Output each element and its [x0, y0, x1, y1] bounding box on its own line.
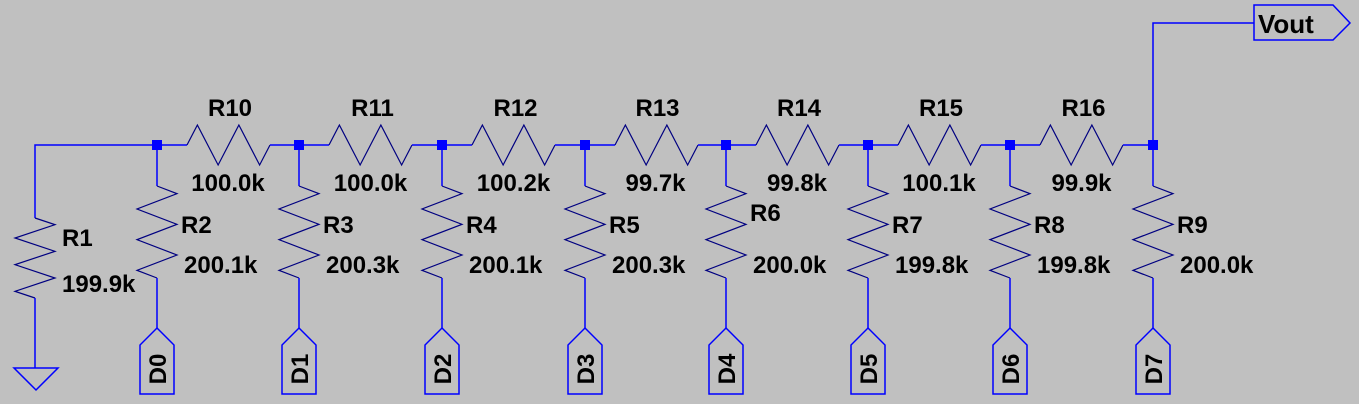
- resistor-label-r2: R2: [181, 212, 212, 239]
- pin-d6[interactable]: [992, 326, 1028, 395]
- pin-d1[interactable]: [281, 326, 317, 395]
- resistor-label-r4: R4: [466, 212, 497, 239]
- resistor-label-r11: R11: [351, 95, 394, 122]
- ground-icon: [12, 367, 60, 392]
- resistor-value-r12: 100.2k: [477, 170, 551, 197]
- resistor-value-r13: 99.7k: [625, 170, 686, 197]
- resistor-label-r10: R10: [208, 95, 252, 122]
- resistor-r12[interactable]: [471, 123, 556, 167]
- output-port-vout[interactable]: [1253, 4, 1352, 41]
- pin-label-d7: D7: [1141, 354, 1168, 385]
- resistor-label-r8: R8: [1034, 212, 1065, 239]
- resistor-value-r1: 199.9k: [62, 271, 136, 298]
- pin-d4[interactable]: [708, 326, 744, 395]
- pin-label-d2: D2: [430, 354, 457, 385]
- resistor-r11[interactable]: [328, 123, 413, 167]
- resistor-r4[interactable]: [420, 185, 464, 279]
- pin-d3[interactable]: [567, 326, 603, 395]
- resistor-r14[interactable]: [755, 123, 840, 167]
- pin-label-d1: D1: [287, 354, 314, 385]
- resistor-r10[interactable]: [186, 123, 271, 167]
- resistor-r15[interactable]: [897, 123, 982, 167]
- resistor-label-r14: R14: [777, 95, 822, 122]
- pin-label-d0: D0: [145, 354, 172, 385]
- resistor-r16[interactable]: [1039, 123, 1124, 167]
- resistor-label-r5: R5: [609, 212, 640, 239]
- resistor-label-r13: R13: [635, 95, 679, 122]
- resistor-r6[interactable]: [704, 185, 748, 279]
- resistor-label-r6: R6: [750, 200, 781, 227]
- junction-dot: [863, 140, 873, 150]
- resistor-value-r10: 100.0k: [191, 170, 265, 197]
- resistor-label-r15: R15: [919, 95, 963, 122]
- junction-dot: [580, 140, 590, 150]
- resistor-label-r1: R1: [62, 225, 93, 252]
- resistor-value-r5: 200.3k: [612, 252, 686, 279]
- resistor-value-r2: 200.1k: [184, 252, 258, 279]
- resistor-value-r16: 99.9k: [1051, 170, 1112, 197]
- resistor-value-r9: 200.0k: [1180, 252, 1254, 279]
- resistor-r5[interactable]: [563, 185, 607, 279]
- resistor-r7[interactable]: [846, 185, 890, 279]
- resistor-value-r14: 99.8k: [767, 170, 828, 197]
- junction-dot: [1148, 140, 1158, 150]
- pin-label-d5: D5: [856, 354, 883, 385]
- junction-dot: [294, 140, 304, 150]
- pin-label-d3: D3: [573, 354, 600, 385]
- resistor-label-r9: R9: [1177, 212, 1208, 239]
- pin-d2[interactable]: [424, 326, 460, 395]
- resistor-r13[interactable]: [614, 123, 699, 167]
- junction-dot: [437, 140, 447, 150]
- resistor-r8[interactable]: [988, 185, 1032, 279]
- resistor-value-r15: 100.1k: [902, 170, 976, 197]
- output-label-vout: Vout: [1258, 9, 1314, 39]
- pin-label-d6: D6: [998, 354, 1025, 385]
- resistor-r2[interactable]: [135, 185, 179, 279]
- wire-r1-top[interactable]: [34, 144, 157, 218]
- wire-vout[interactable]: [1152, 22, 1254, 145]
- junction-dot: [721, 140, 731, 150]
- resistor-label-r16: R16: [1061, 95, 1105, 122]
- resistor-r1[interactable]: [13, 217, 57, 299]
- resistor-value-r7: 199.8k: [895, 252, 969, 279]
- resistor-label-r12: R12: [493, 95, 537, 122]
- junction-dot: [1005, 140, 1015, 150]
- resistor-value-r6: 200.0k: [753, 252, 827, 279]
- resistor-r3[interactable]: [277, 185, 321, 279]
- resistor-label-r7: R7: [892, 212, 923, 239]
- resistor-value-r3: 200.3k: [326, 252, 400, 279]
- pin-d0[interactable]: [139, 326, 175, 395]
- resistor-value-r11: 100.0k: [334, 170, 408, 197]
- pin-label-d4: D4: [714, 353, 741, 384]
- resistor-r9[interactable]: [1131, 185, 1175, 279]
- pin-d5[interactable]: [850, 326, 886, 395]
- resistor-value-r8: 199.8k: [1037, 252, 1111, 279]
- resistor-label-r3: R3: [323, 212, 354, 239]
- junction-dot: [152, 140, 162, 150]
- pin-d7[interactable]: [1135, 326, 1171, 395]
- resistor-value-r4: 200.1k: [469, 252, 543, 279]
